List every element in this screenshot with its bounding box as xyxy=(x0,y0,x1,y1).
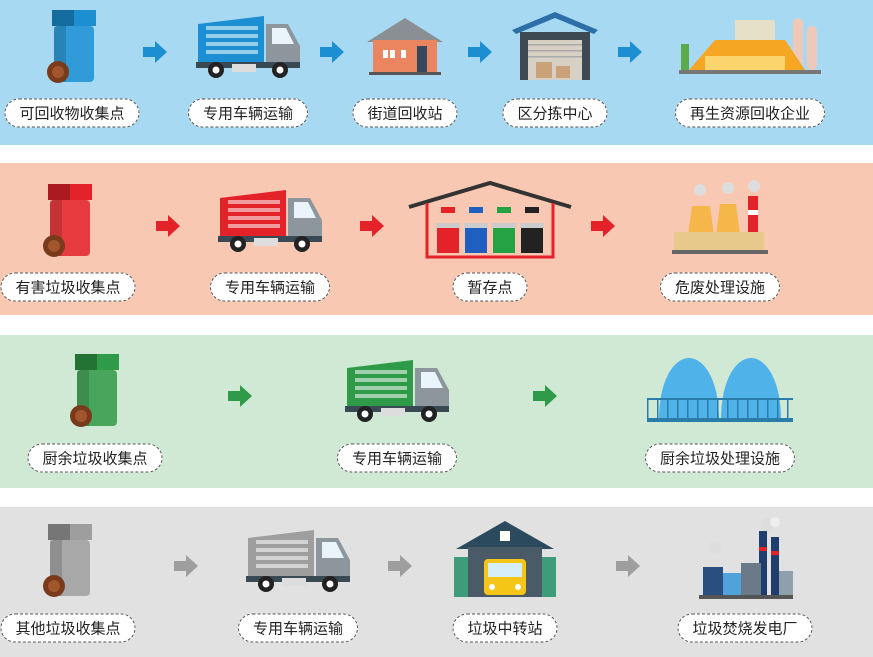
arrow-right-icon xyxy=(591,215,615,241)
arrow-right-icon xyxy=(616,555,640,581)
bin-icon xyxy=(38,520,98,604)
transfer-station-icon xyxy=(450,519,560,605)
step-label: 可回收物收集点 xyxy=(4,98,140,128)
step-label: 专用车辆运输 xyxy=(187,98,309,128)
truck-icon xyxy=(214,186,326,258)
truck-icon xyxy=(341,356,453,428)
step-label: 再生资源回收企业 xyxy=(674,98,826,128)
arrow-right-icon xyxy=(533,385,557,411)
flow-row-kitchen: 厨余垃圾收集点 专用车辆运输 厨余垃圾处理设施 xyxy=(0,335,873,488)
arrow-right-icon xyxy=(618,41,642,67)
step-label: 区分拣中心 xyxy=(502,98,608,128)
bin-icon xyxy=(65,350,125,434)
arrow-right-icon xyxy=(174,555,198,581)
factory-icon xyxy=(675,14,825,82)
step-label: 专用车辆运输 xyxy=(237,613,359,643)
step-label: 街道回收站 xyxy=(352,98,458,128)
step-label: 其他垃圾收集点 xyxy=(0,613,136,643)
flow-row-recyclable: 可回收物收集点 专用车辆运输 街道回收站 区分拣中心 再生资源回收企业 xyxy=(0,0,873,145)
arrow-right-icon xyxy=(143,41,167,67)
storage-icon xyxy=(405,179,575,265)
step-label: 厨余垃圾处理设施 xyxy=(644,443,796,473)
truck-icon xyxy=(242,526,354,598)
hazard-plant-icon xyxy=(670,180,770,264)
step-label: 有害垃圾收集点 xyxy=(0,272,136,302)
house-icon xyxy=(365,16,445,80)
step-label: 垃圾焚烧发电厂 xyxy=(677,613,813,643)
step-label: 暂存点 xyxy=(452,272,528,302)
step-label: 垃圾中转站 xyxy=(452,613,558,643)
step-label: 危废处理设施 xyxy=(659,272,781,302)
power-plant-icon xyxy=(695,517,795,607)
arrow-right-icon xyxy=(388,555,412,581)
truck-icon xyxy=(192,12,304,84)
tanks-icon xyxy=(645,354,795,430)
warehouse-icon xyxy=(510,10,600,86)
bin-icon xyxy=(38,180,98,264)
arrow-right-icon xyxy=(320,41,344,67)
arrow-right-icon xyxy=(468,41,492,67)
step-label: 专用车辆运输 xyxy=(209,272,331,302)
flow-row-other: 其他垃圾收集点 专用车辆运输 垃圾中转站 垃圾焚烧发电厂 xyxy=(0,507,873,657)
step-label: 厨余垃圾收集点 xyxy=(27,443,163,473)
flow-row-hazardous: 有害垃圾收集点 专用车辆运输 暂存点 危废处理设施 xyxy=(0,163,873,315)
arrow-right-icon xyxy=(360,215,384,241)
arrow-right-icon xyxy=(156,215,180,241)
step-label: 专用车辆运输 xyxy=(336,443,458,473)
arrow-right-icon xyxy=(228,385,252,411)
bin-icon xyxy=(42,6,102,90)
